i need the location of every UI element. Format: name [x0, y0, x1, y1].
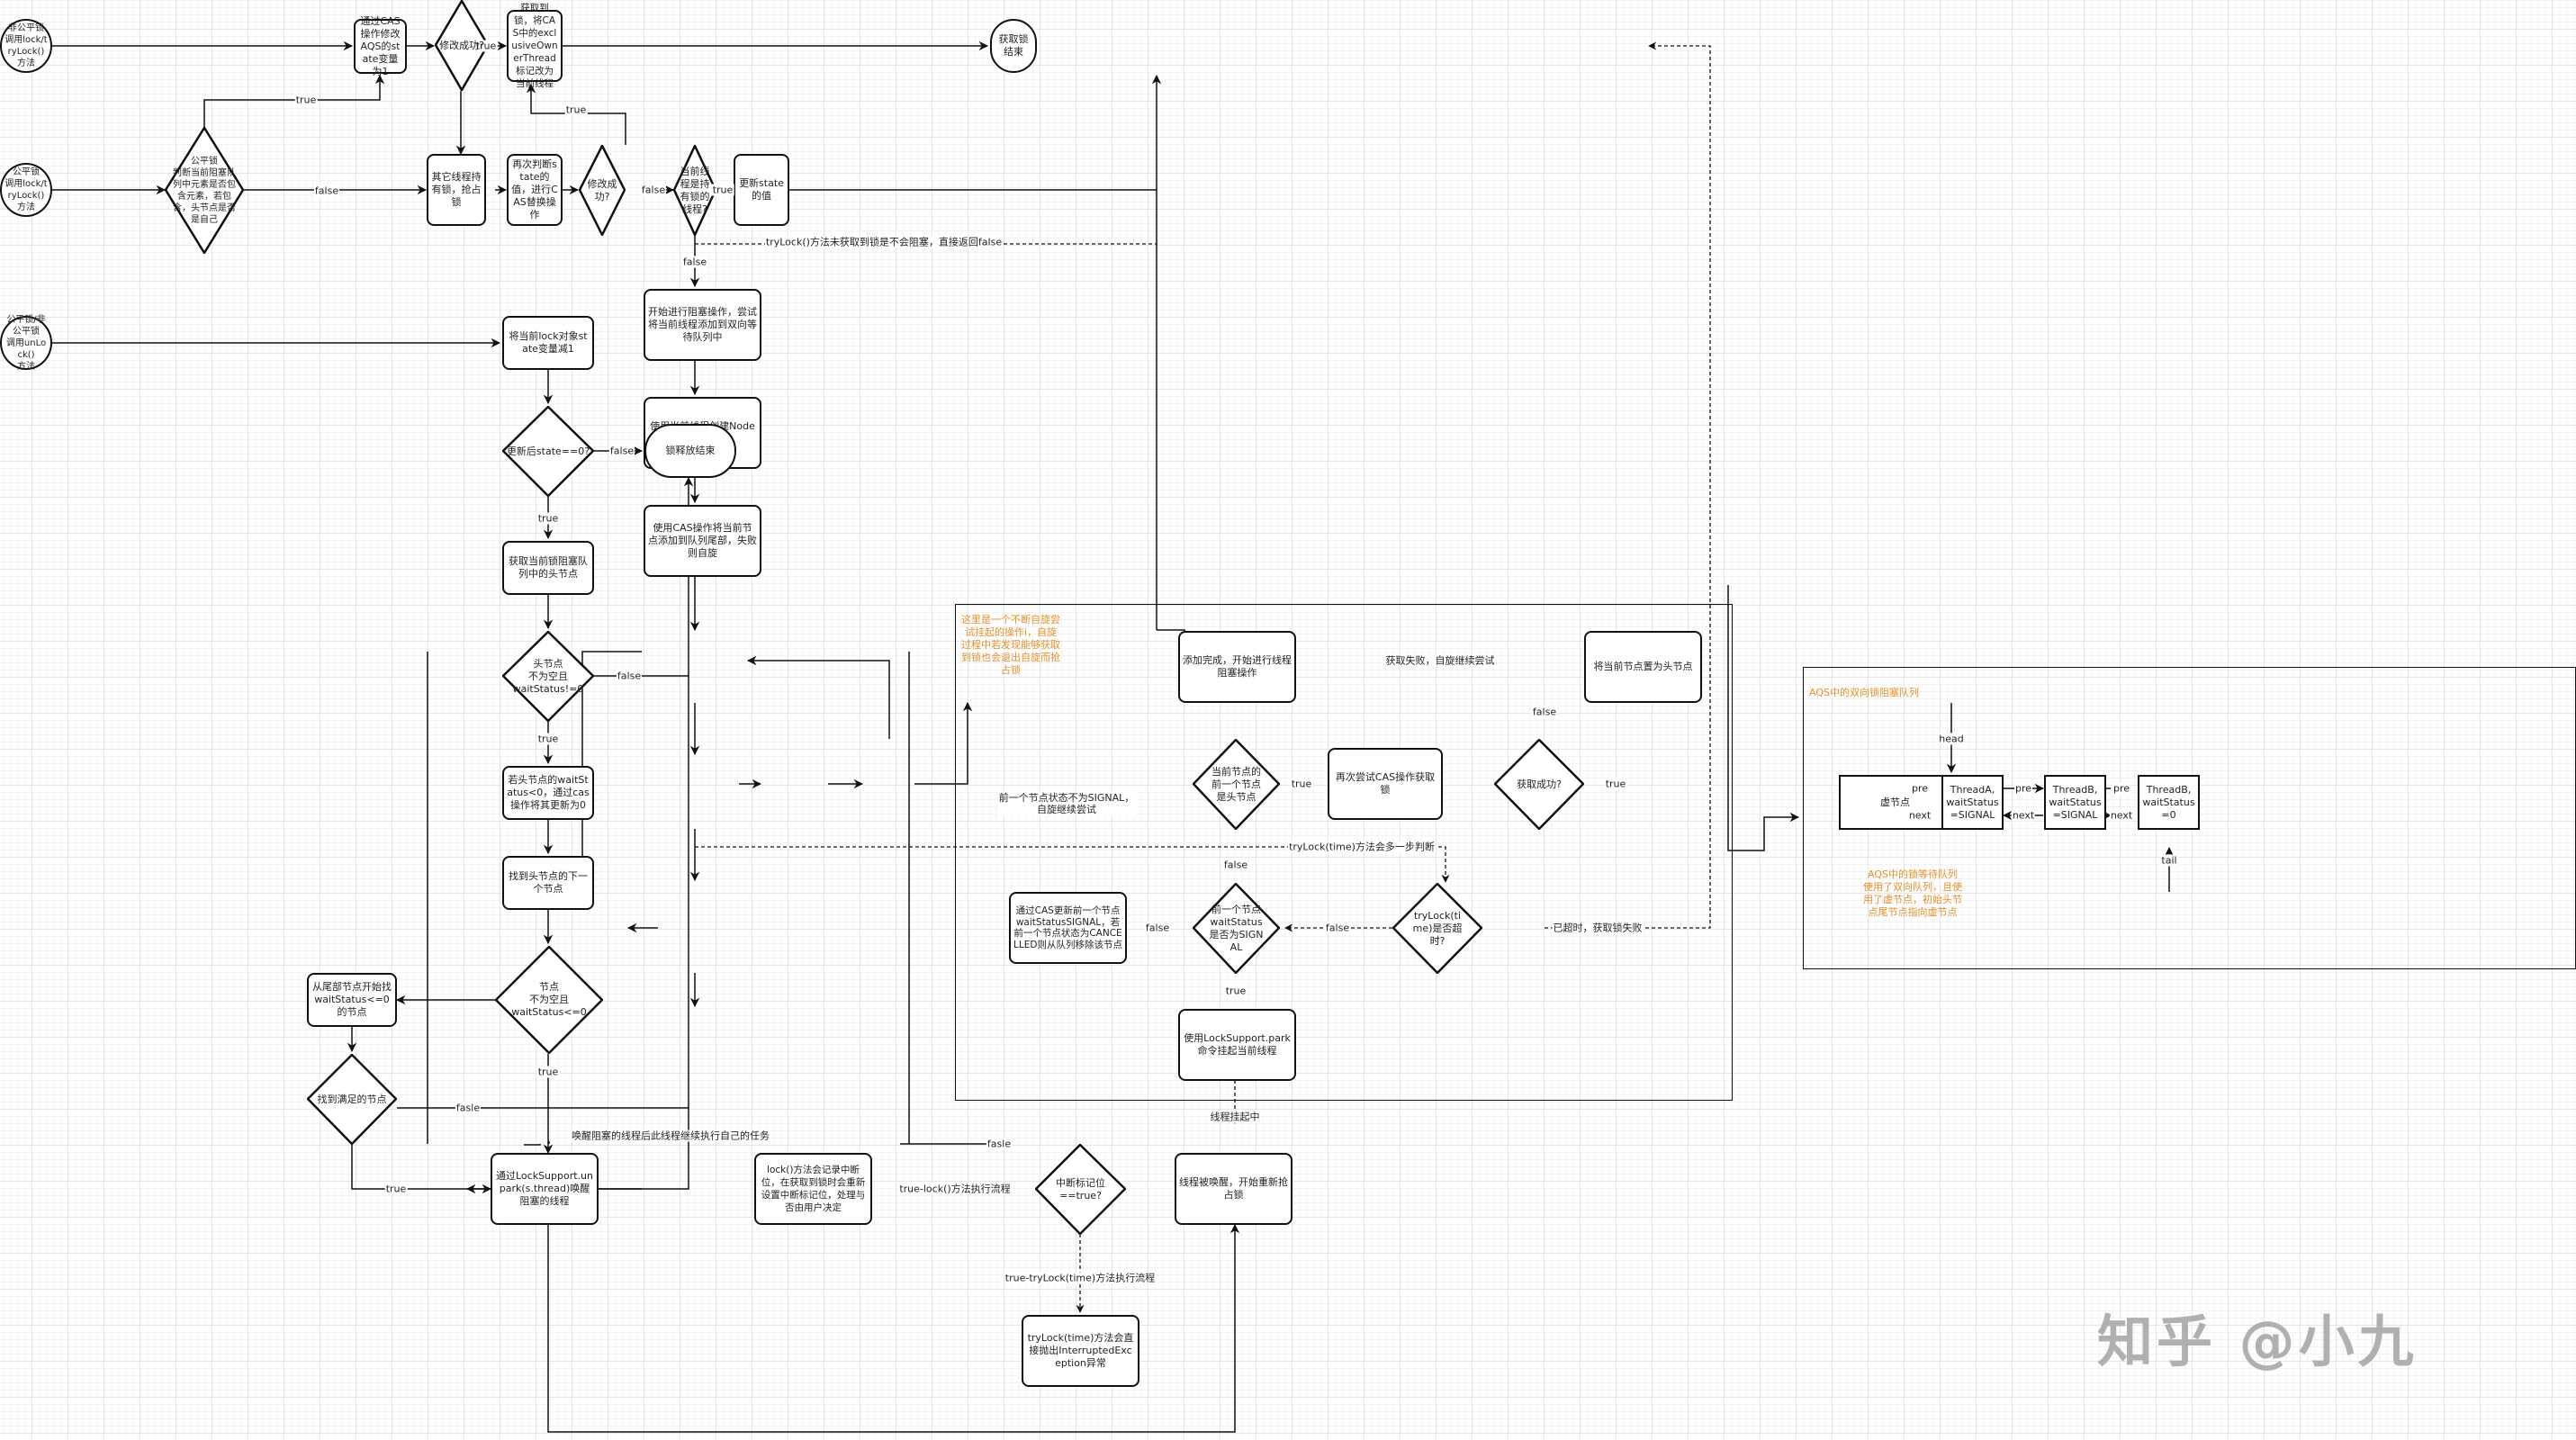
queue-next-label: next — [2109, 809, 2134, 822]
edge — [203, 74, 385, 127]
edge-label-false: false — [681, 256, 708, 268]
acquire-success-decision[interactable]: 获取成功? — [1494, 739, 1584, 830]
edge-label-false: false — [1144, 922, 1171, 934]
edge-label-false: false — [313, 184, 340, 197]
head-check-decision[interactable]: 头节点 不为空且 waitStatus!=0 — [502, 631, 594, 722]
retry-cas-box[interactable]: 再次尝试CAS操作获取锁 — [1328, 748, 1443, 820]
edge — [746, 655, 890, 739]
edge — [351, 1144, 492, 1194]
queue-note: AQS中的锁等待队列使用了双向队列，且使用了虚节点，初始头节点尾节点指向虚节点 — [1863, 868, 1962, 918]
edge-label-true: true — [711, 184, 734, 196]
dec-state-box[interactable]: 将当前lock对象state变量减1 — [502, 316, 594, 370]
edge-label-true-lock: true-lock()方法执行流程 — [898, 1183, 1012, 1195]
edge-label-fasle: fasle — [455, 1102, 482, 1114]
edge — [1727, 585, 1800, 851]
queue-title: AQS中的双向锁阻塞队列 — [1809, 687, 1919, 698]
queue-head-label: head — [1938, 733, 1965, 745]
got-lock-box[interactable]: 获取到锁，将CAS中的exclusiveOwnerThread标记改为当前线程 — [507, 3, 563, 89]
trylock-timeout-decision[interactable]: tryLock(time)是否超时? — [1392, 883, 1482, 974]
begin-park-box[interactable]: 添加完成，开始进行线程阻塞操作 — [1178, 631, 1296, 703]
edge-label-false: false — [1324, 922, 1351, 934]
start-nonfair-lock[interactable]: 非公平锁 调用lock/tryLock() 方法 — [0, 19, 52, 73]
edge-label-false: false — [616, 670, 643, 682]
queue-tail-label: tail — [2160, 854, 2178, 867]
queue-pre-label: pre — [2112, 782, 2131, 795]
prev-signal-decision[interactable]: 前一个节点waitStatus是否为SIGNAL — [1193, 883, 1280, 974]
watermark: 知乎 @小九 — [2097, 1309, 2418, 1374]
edge-label-true: true — [474, 40, 498, 52]
cas-head-status-box[interactable]: 若头节点的waitStatus<0，通过cas操作将其更新为0 — [502, 766, 594, 820]
edge-label-trylock-extra: tryLock(time)方法会多一步判断 — [1288, 841, 1436, 853]
edge-label-true: true — [1224, 985, 1247, 997]
update-state-box[interactable]: 更新state的值 — [734, 154, 789, 226]
find-next-node-box[interactable]: 找到头节点的下一个节点 — [502, 856, 594, 910]
unpark-thread-box[interactable]: 通过LockSupport.unpark(s.thread)唤醒阻塞的线程 — [491, 1153, 599, 1225]
modify-success-decision-1[interactable]: 修改成功? — [435, 0, 489, 91]
acquire-end-terminal[interactable]: 获取锁结束 — [990, 19, 1037, 73]
edge — [914, 701, 973, 785]
state-zero-decision[interactable]: 更新后state==0? — [502, 406, 594, 497]
edge-label-true: true — [536, 512, 560, 525]
edge-label-false: false — [640, 184, 667, 196]
found-node-decision[interactable]: 找到满足的节点 — [307, 1054, 397, 1145]
edge-dashed — [695, 846, 1450, 883]
edge-label-not-signal: 前一个节点状态不为SIGNAL， 自旋继续尝试 — [997, 792, 1136, 815]
get-head-box[interactable]: 获取当前锁阻塞队列中的头节点 — [502, 541, 594, 595]
edge-label-parked: 线程挂起中 — [1209, 1111, 1261, 1123]
edge-label-true-trylock: true-tryLock(time)方法执行流程 — [1004, 1272, 1157, 1284]
edge-label-true: true — [536, 1066, 560, 1078]
cas-prev-status-box[interactable]: 通过CAS更新前一个节点waitStatusSIGNAL，若前一个节点状态为CA… — [1009, 892, 1127, 964]
queue-next-label: next — [2011, 809, 2036, 822]
edge-label-true: true — [1290, 778, 1313, 790]
cas-set-state-box[interactable]: 通过CAS操作修改AQS的state变量为1 — [354, 15, 407, 77]
edge-label-trylock-no-block: tryLock()方法未获取到锁是不会阻塞，直接返回false — [764, 236, 1004, 248]
edge-label-timed-out: 已超时，获取锁失败 — [1552, 922, 1644, 934]
thread-woken-box[interactable]: 线程被唤醒，开始重新抢占锁 — [1175, 1153, 1293, 1225]
queue-node-dummy[interactable]: 虚节点 — [1839, 775, 1951, 830]
next-node-check-decision[interactable]: 节点 不为空且 waitStatus<=0 — [495, 946, 603, 1054]
is-owner-thread-decision[interactable]: 当前线程是持有锁的线程? — [673, 145, 716, 236]
queue-pre-label: pre — [1910, 782, 1930, 795]
lock-interrupt-box[interactable]: lock()方法会记录中断位，在获取到锁时会重新设置中断标记位，处理与否由用户决… — [754, 1153, 872, 1225]
edge — [547, 1223, 1240, 1433]
edge-label-true: true — [1604, 778, 1627, 790]
release-end-terminal[interactable]: 锁释放结束 — [644, 424, 736, 478]
scan-from-tail-box[interactable]: 从尾部节点开始找waitStatus<=0的节点 — [307, 973, 397, 1027]
queue-next-label: next — [1907, 809, 1932, 822]
prev-is-head-decision[interactable]: 当前节点的前一个节点是头节点 — [1193, 739, 1280, 830]
start-fair-lock[interactable]: 公平锁 调用lock/tryLock() 方法 — [0, 163, 52, 217]
queue-node-tail[interactable]: ThreadB, waitStatus=0 — [2138, 775, 2200, 830]
edge-label-false: false — [1222, 859, 1249, 871]
start-block-box[interactable]: 开始进行阻塞操作，尝试将当前线程添加到双向等待队列中 — [644, 289, 761, 361]
cas-add-tail-box[interactable]: 使用CAS操作将当前节点添加到队列尾部，失败则自旋 — [644, 505, 761, 577]
edge-label-fail-spin: 获取失败，自旋继续尝试 — [1384, 654, 1496, 667]
edge-label-true: true — [564, 104, 588, 116]
spin-region-note: 这里是一个不断自旋尝试挂起的操作i，自旋过程中若发现能够获取到锁也会退出自旋而抢… — [961, 614, 1060, 676]
edge-label-fasle: fasle — [986, 1138, 1013, 1150]
edge-label-true: true — [536, 733, 560, 745]
fair-queue-check-decision[interactable]: 公平锁 判断当前阻塞队列中元素是否包含元素，若包含，头节点是否是自己 — [165, 127, 244, 254]
set-head-box[interactable]: 将当前节点置为头节点 — [1584, 631, 1702, 703]
recheck-state-box[interactable]: 再次判断state的值，进行CAS替换操作 — [507, 154, 563, 226]
trylock-throw-box[interactable]: tryLock(time)方法会直接抛出InterruptedException… — [1022, 1315, 1139, 1387]
edge-label-true: true — [384, 1183, 408, 1195]
queue-node-threadb[interactable]: ThreadB, waitStatus=SIGNAL — [2044, 775, 2106, 830]
edge-label-true: true — [294, 94, 318, 106]
start-unlock[interactable]: 公平锁/非公平锁 调用unLock() 方法 — [0, 315, 52, 372]
modify-success-decision-2[interactable]: 修改成功? — [579, 145, 626, 236]
spin-region-container — [955, 604, 1733, 1101]
edge — [524, 1144, 541, 1146]
edge-label-false: false — [608, 445, 635, 457]
interrupt-flag-decision[interactable]: 中断标记位==true? — [1035, 1144, 1126, 1235]
queue-pre-label: pre — [2013, 782, 2033, 795]
edge-label-false: false — [1531, 706, 1558, 718]
other-thread-holds-box[interactable]: 其它线程持有锁，抢占锁 — [427, 154, 486, 226]
edge — [599, 476, 694, 1190]
park-thread-box[interactable]: 使用LockSupport.park命令挂起当前线程 — [1178, 1009, 1296, 1081]
edge-label-after-unpark: 唤醒阻塞的线程后此线程继续执行自己的任务 — [571, 1130, 770, 1142]
queue-node-threada[interactable]: ThreadA, waitStatus=SIGNAL — [1941, 775, 2004, 830]
